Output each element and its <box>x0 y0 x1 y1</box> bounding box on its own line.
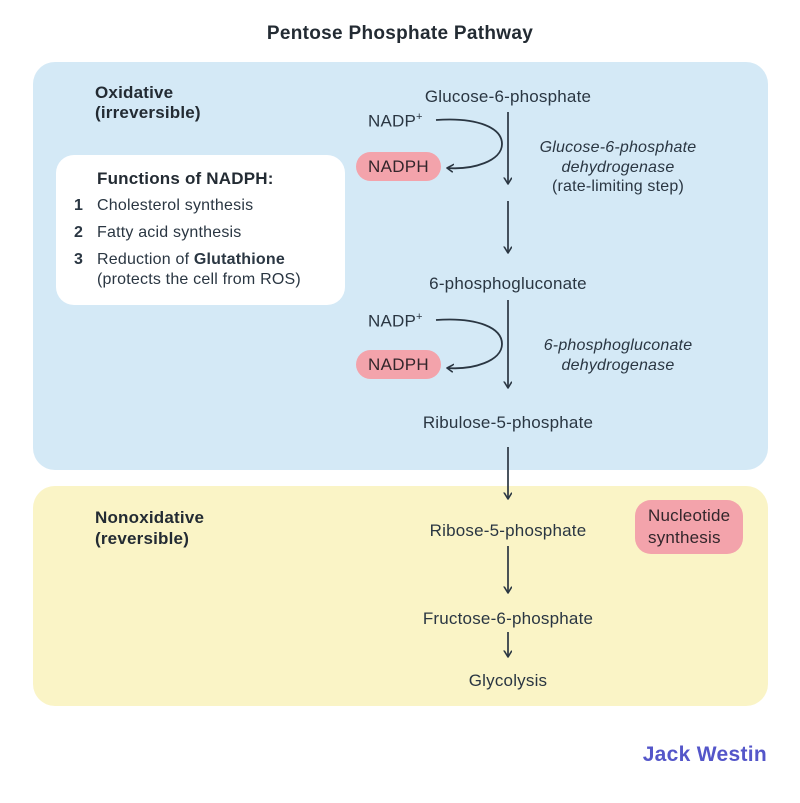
nadph-badge-1: NADPH <box>356 152 442 181</box>
item-number: 2 <box>74 224 84 241</box>
item-text-prefix: Reduction of <box>97 251 194 268</box>
nadph-badge-2: NADPH <box>356 350 442 379</box>
nucleotide-badge-line2: synthesis <box>648 528 721 547</box>
functions-item-1: 1 Cholesterol synthesis <box>74 196 253 216</box>
item-text: Cholesterol synthesis <box>97 197 254 214</box>
oxidative-section-label: Oxidative (irreversible) <box>95 83 201 123</box>
nadp-plus-label-1: NADP+ <box>368 111 423 132</box>
item-text-line2: (protects the cell from ROS) <box>97 271 301 288</box>
nadp-plus-sup: + <box>416 111 423 123</box>
item-text: Reduction of Glutathione (protects the c… <box>97 250 301 290</box>
metabolite-glucose-6-phosphate: Glucose-6-phosphate <box>424 87 592 106</box>
metabolite-fructose-6-phosphate: Fructose-6-phosphate <box>422 609 594 628</box>
functions-item-3: 3 Reduction of Glutathione (protects the… <box>74 250 301 290</box>
brand-jack-westin: Jack Westin <box>642 743 767 766</box>
functions-item-2: 2 Fatty acid synthesis <box>74 223 242 243</box>
metabolite-ribulose-5-phosphate: Ribulose-5-phosphate <box>422 413 594 432</box>
metabolite-ribose-5-phosphate: Ribose-5-phosphate <box>429 521 587 540</box>
nucleotide-badge-line1: Nucleotide <box>648 506 731 525</box>
item-text: Fatty acid synthesis <box>97 224 242 241</box>
enzyme1-line3: (rate-limiting step) <box>551 178 685 195</box>
nonoxidative-section-label: Nonoxidative (reversible) <box>95 507 204 549</box>
enzyme1-line1: Glucose-6-phosphate <box>539 139 697 156</box>
nadp-text: NADP <box>368 111 417 131</box>
nadp-plus-label-2: NADP+ <box>368 311 423 332</box>
page-title: Pentose Phosphate Pathway <box>266 23 534 44</box>
item-number: 1 <box>74 197 84 214</box>
functions-heading: Functions of NADPH: <box>97 169 274 188</box>
oxidative-label-line1: Oxidative <box>95 83 174 102</box>
item-text-glutathione: Glutathione <box>193 251 285 268</box>
nonoxidative-label-line1: Nonoxidative <box>95 508 205 527</box>
enzyme2-line1: 6-phosphogluconate <box>543 337 693 354</box>
metabolite-glycolysis: Glycolysis <box>468 671 548 690</box>
enzyme2-line2: dehydrogenase <box>561 357 675 374</box>
nadp-text: NADP <box>368 311 417 331</box>
oxidative-label-line2: (irreversible) <box>95 103 201 122</box>
functions-of-nadph-box: Functions of NADPH: 1 Cholesterol synthe… <box>56 155 345 305</box>
nonoxidative-label-line2: (reversible) <box>95 529 190 548</box>
nadp-plus-sup: + <box>416 311 423 323</box>
enzyme1-line2: dehydrogenase <box>561 158 675 176</box>
nucleotide-synthesis-badge: Nucleotide synthesis <box>635 500 744 554</box>
item-number: 3 <box>74 251 84 268</box>
enzyme-g6p-dehydrogenase: Glucose-6-phosphate dehydrogenase (rate-… <box>540 138 697 197</box>
metabolite-6-phosphogluconate: 6-phosphogluconate <box>429 274 587 293</box>
enzyme-6pg-dehydrogenase: 6-phosphogluconate dehydrogenase <box>544 336 693 376</box>
